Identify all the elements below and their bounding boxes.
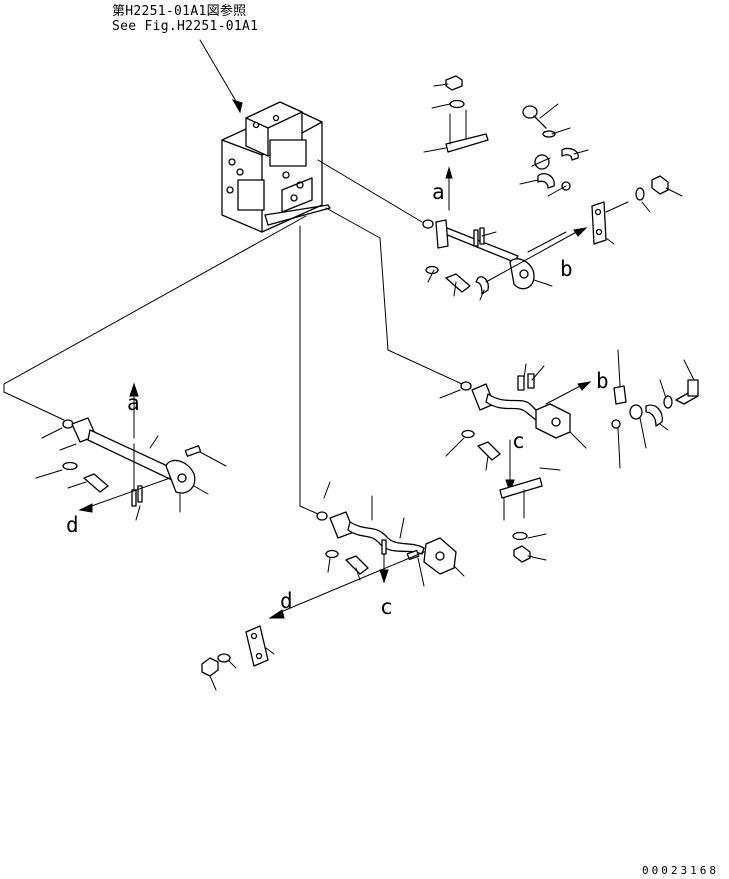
- reference-note-english: See Fig.H2251-01A1: [112, 19, 259, 34]
- reference-note-japanese: 第H2251-01A1図参照: [112, 4, 247, 19]
- label-a-upper: a: [432, 180, 445, 204]
- reference-note: 第H2251-01A1図参照 See Fig.H2251-01A1: [112, 4, 258, 34]
- label-c-right: c: [512, 429, 525, 453]
- lower-pipe-assembly: [202, 482, 464, 690]
- document-number: 00023168: [642, 864, 719, 877]
- label-a-left: a: [127, 391, 140, 415]
- reference-leader-arrow: [200, 40, 242, 112]
- upper-pipe-assembly: [423, 76, 682, 300]
- label-c-lower: c: [380, 595, 393, 619]
- left-pipe-assembly: [36, 384, 226, 520]
- label-d-lower: d: [280, 589, 293, 613]
- control-valve-block: [222, 102, 330, 232]
- label-d-left: d: [66, 513, 79, 537]
- label-b-right: b: [596, 369, 609, 393]
- right-pipe-assembly: [440, 350, 698, 562]
- label-b-upper: b: [560, 257, 573, 281]
- connection-lines: [4, 160, 462, 514]
